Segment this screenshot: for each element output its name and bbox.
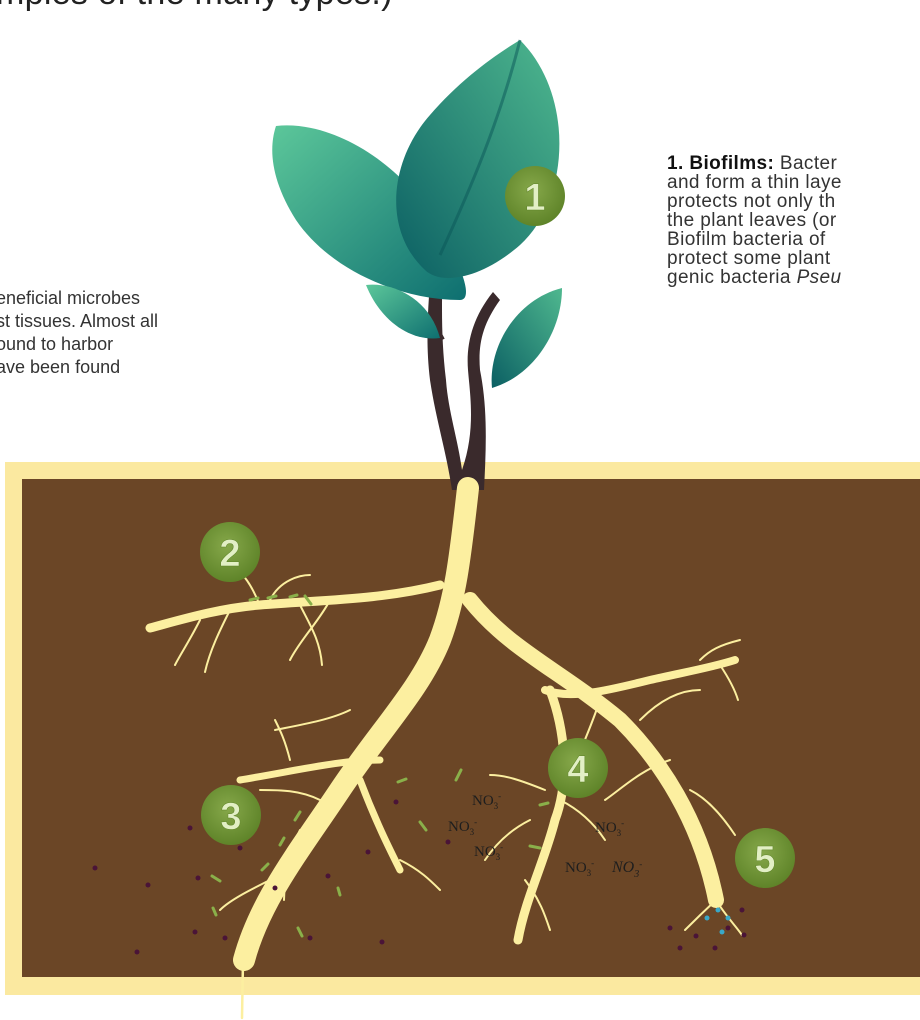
marker-number: 5	[754, 839, 775, 881]
marker-2: 2	[200, 522, 260, 582]
marker-4: 4	[548, 738, 608, 798]
leaf-small-right	[492, 288, 562, 388]
marker-number: 1	[524, 177, 545, 219]
marker-5: 5	[735, 828, 795, 888]
marker-3: 3	[201, 785, 261, 845]
leaf-top	[396, 40, 559, 278]
marker-number: 3	[220, 796, 241, 838]
marker-1: 1	[505, 166, 565, 226]
marker-number: 2	[219, 533, 240, 575]
marker-number: 4	[567, 749, 588, 791]
